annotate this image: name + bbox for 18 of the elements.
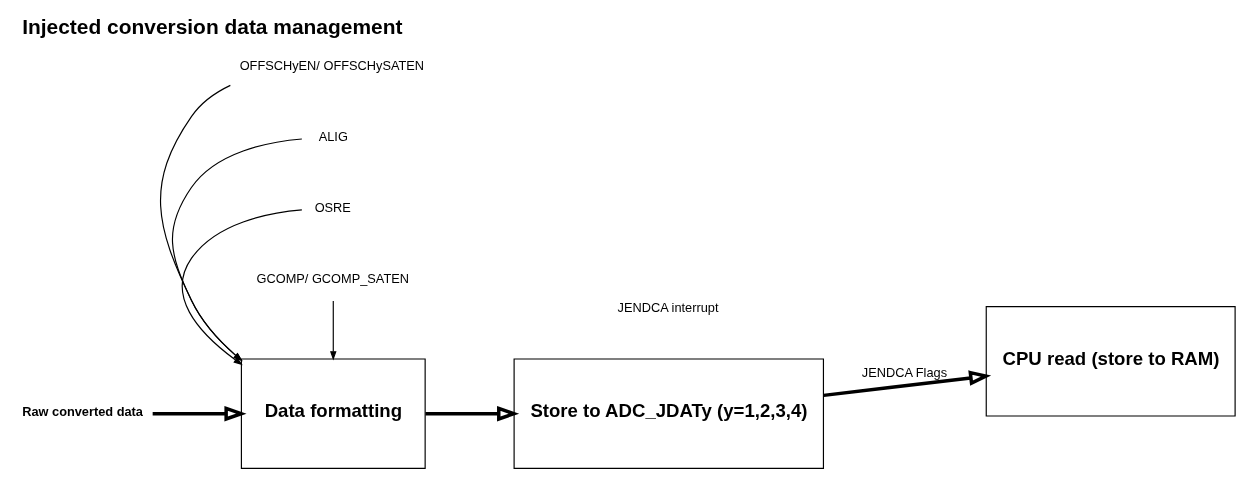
arrow: [425, 405, 520, 422]
node-box: CPU read (store to RAM): [985, 306, 1236, 417]
node-box: Store to ADC_JDATy (y=1,2,3,4): [513, 358, 825, 469]
arrow: [171, 138, 303, 362]
node-text: Raw converted data: [22, 403, 143, 419]
arrow: [152, 405, 247, 422]
arrow: [330, 300, 337, 361]
diagram-title: Injected conversion data management: [22, 14, 403, 38]
edge-label: JENDCA Flags: [861, 365, 948, 381]
label: JENDCA interrupt: [617, 300, 719, 316]
arrow: [160, 84, 243, 362]
arrow: [181, 209, 303, 366]
node-text: GCOMP/ GCOMP_SATEN: [256, 271, 409, 287]
node-text: OFFSCHyEN/ OFFSCHySATEN: [239, 58, 425, 74]
node-text: ALIG: [318, 129, 348, 145]
arrow: [823, 370, 992, 398]
node-box: Data formatting: [240, 358, 426, 469]
node-text: OSRE: [314, 200, 351, 216]
